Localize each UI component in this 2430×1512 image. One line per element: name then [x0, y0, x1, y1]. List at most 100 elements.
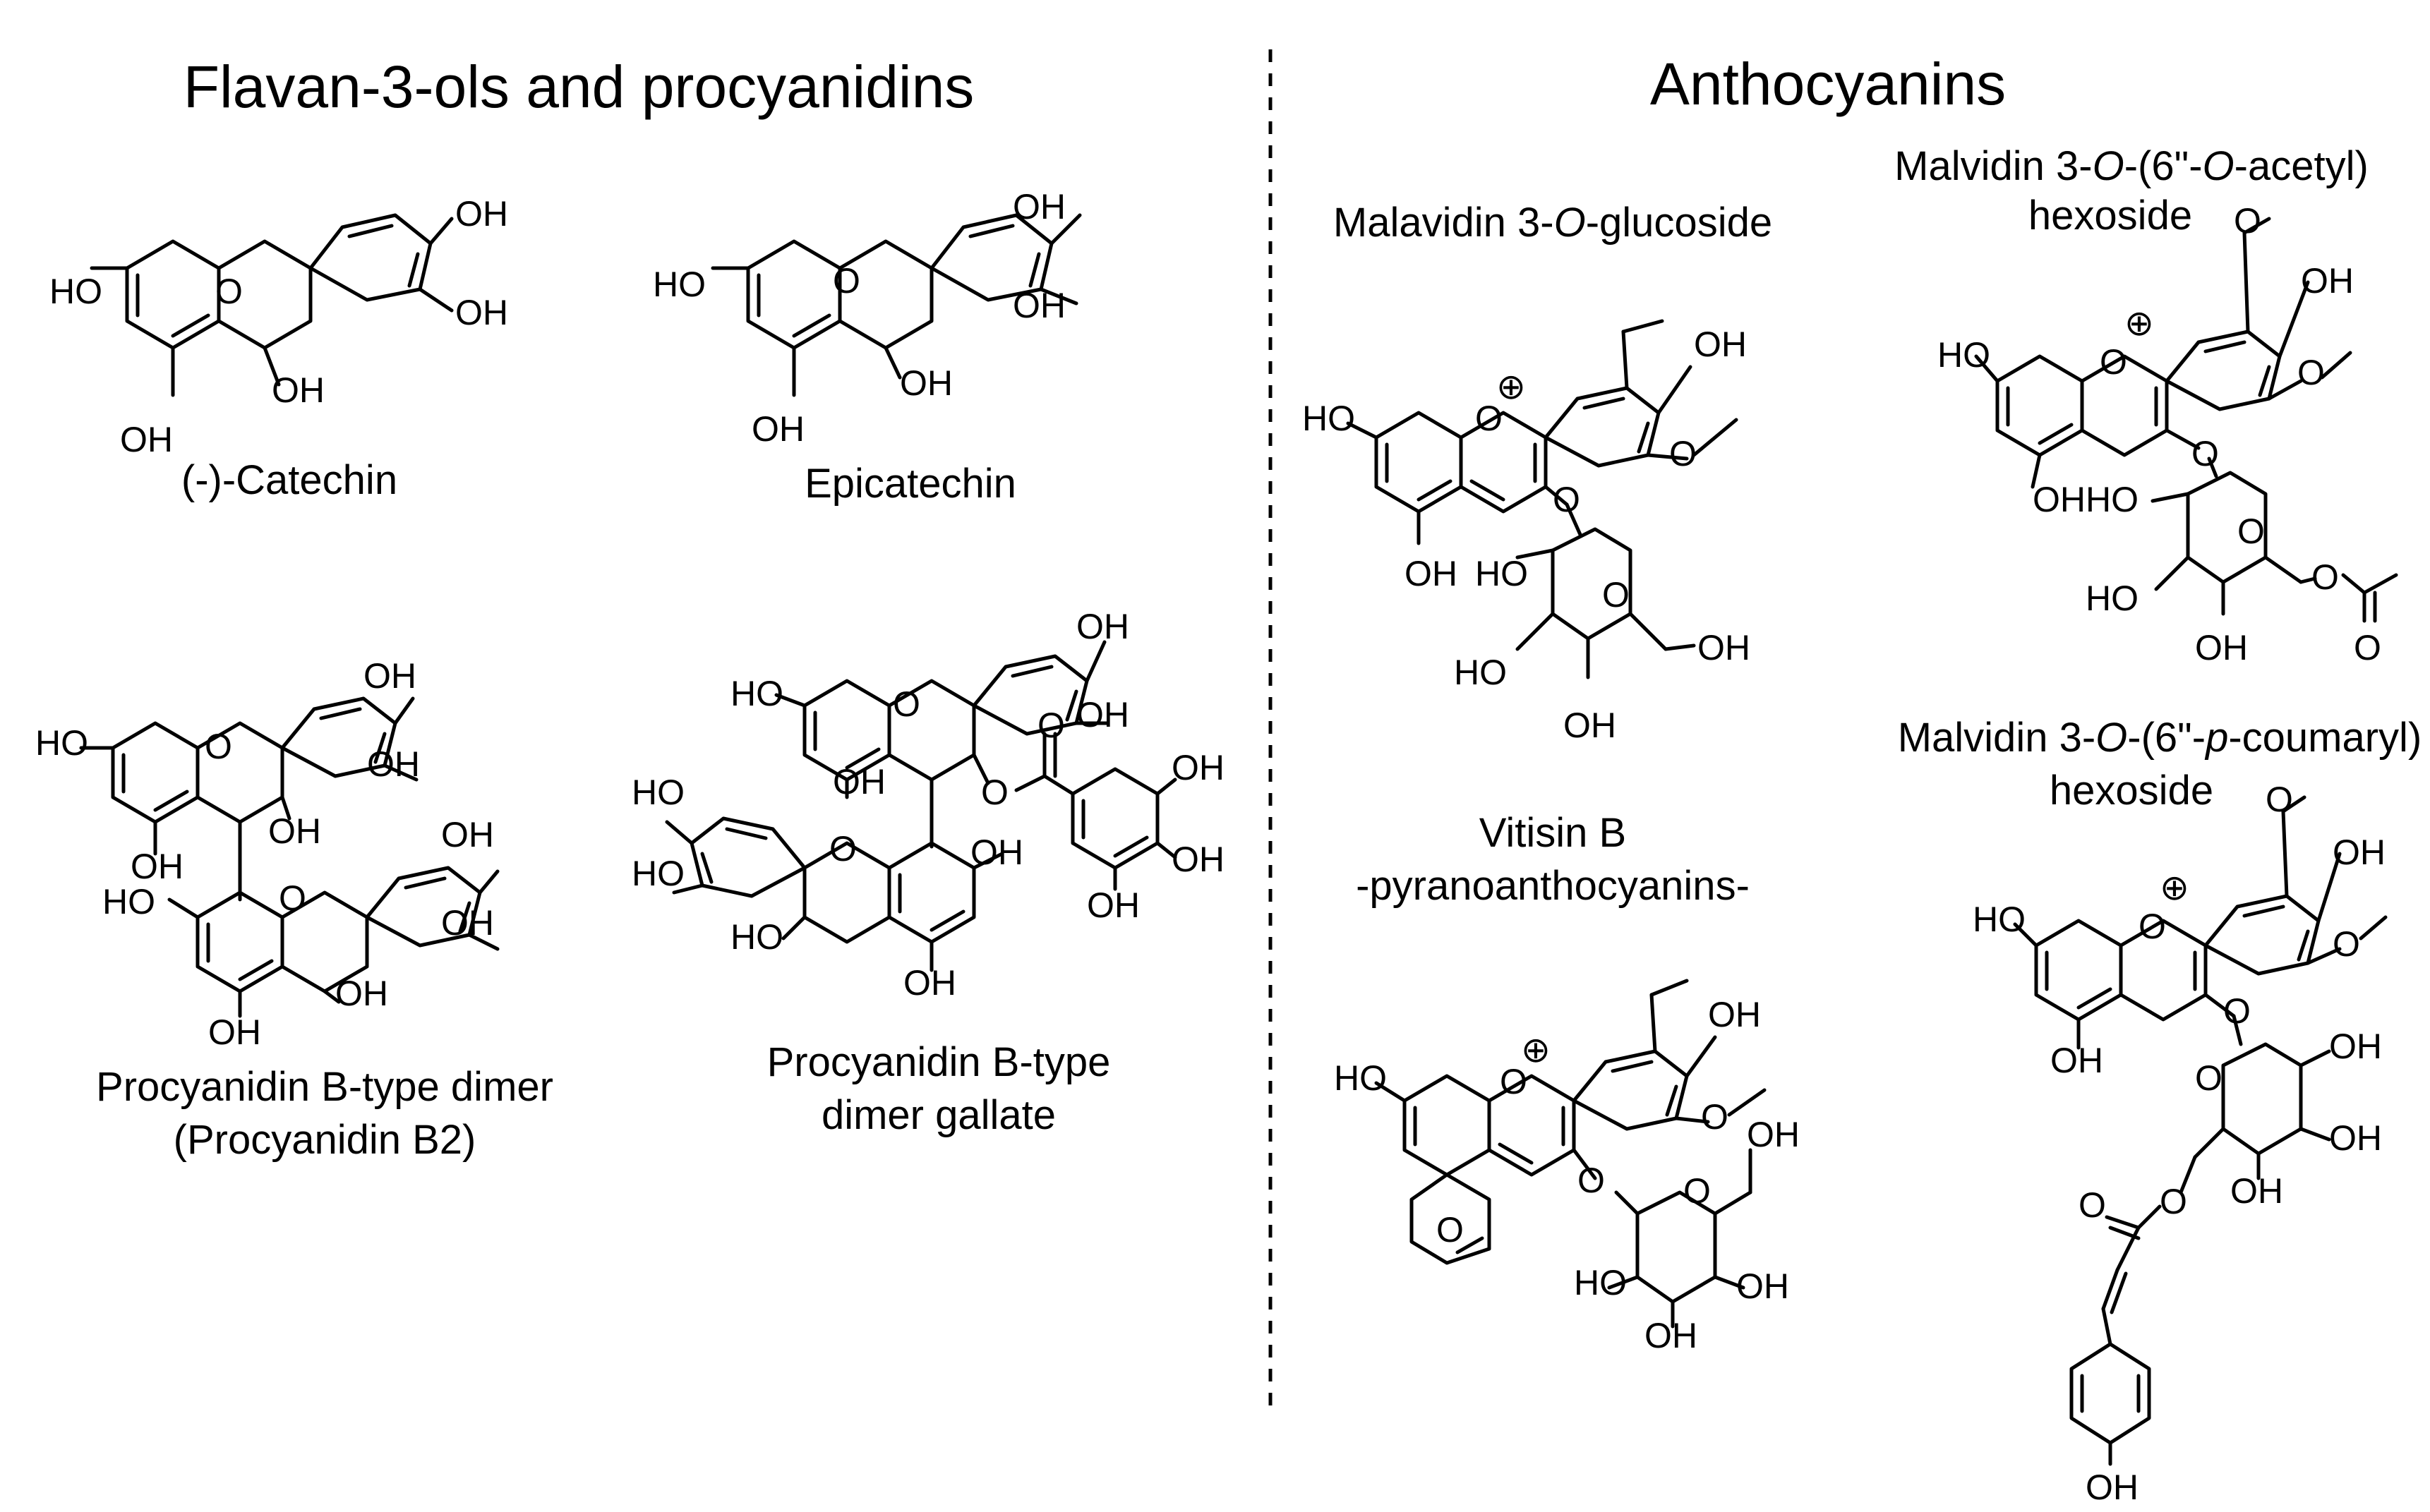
vitisin-oh-ch2-label: OH: [1747, 1115, 1800, 1154]
malvidin-acetyl-caption-line2: hexoside: [2028, 193, 2192, 238]
mcou-oh-sugar2-label: OH: [2329, 1118, 2382, 1158]
procyanidin-gallate-caption-line2: dimer gallate: [822, 1092, 1056, 1138]
vitisin-plus-label: ⊕: [1521, 1030, 1551, 1070]
vitisin-b-structure: [1374, 979, 1767, 1329]
macet-o-plus-label: O: [2100, 342, 2127, 382]
catechin-structure: [90, 213, 454, 397]
vitisin-b-caption-line1: Vitisin B: [1479, 810, 1626, 856]
vitisin-o-pyran-label: O: [1436, 1210, 1464, 1250]
gallate-oh-8-label: OH: [903, 963, 956, 1003]
gallate-oh-1-label: OH: [1076, 607, 1129, 646]
mglc-o-glyco-label: O: [1553, 480, 1580, 519]
mglc-ho-label: HO: [1302, 399, 1355, 438]
gallate-o-2-label: O: [829, 829, 857, 869]
mcou-plus-label: ⊕: [2160, 868, 2189, 907]
malvidin-coumaryl-caption-c: -(6"-: [2127, 715, 2206, 761]
mcou-oh-sugar3-label: OH: [2230, 1171, 2283, 1211]
mcou-oh-phenol-label: OH: [2086, 1468, 2139, 1507]
vitisin-o-glyco-label: O: [1577, 1161, 1605, 1200]
b2-oh-8-label: OH: [208, 1012, 261, 1052]
b2-oh-6-label: OH: [441, 903, 494, 943]
mcou-o-carbonyl-label: O: [2079, 1185, 2106, 1225]
gallate-ester-o-label: O: [981, 773, 1009, 812]
malvidin-glucoside-caption-prefix: Malavidin 3-: [1333, 200, 1554, 246]
procyanidin-b2-caption-line1: Procyanidin B-type dimer: [96, 1064, 553, 1110]
gallate-ho-2-label: HO: [632, 773, 685, 812]
mcou-o-ester-label: O: [2160, 1182, 2187, 1221]
gallate-o-1-label: O: [893, 684, 920, 724]
epicatechin-structure: [711, 213, 1082, 397]
malvidin-acetyl-caption-c: -(6"-: [2124, 143, 2203, 189]
mcou-oh-label: OH: [2333, 833, 2386, 872]
gallate-ho-4-label: HO: [730, 917, 783, 957]
catechin-oh-b1-label: OH: [455, 194, 508, 234]
epicatechin-ho-label: HO: [653, 265, 706, 304]
malvidin-acetyl-structure: [1974, 217, 2398, 623]
macet-o-methoxy2-label: O: [2297, 353, 2325, 392]
malvidin-glucoside-caption: Malavidin 3-O-glucoside: [1333, 200, 1772, 246]
b2-ho-1-label: HO: [35, 723, 88, 763]
macet-oh-label: OH: [2301, 261, 2354, 301]
malvidin-acetyl-caption-a: Malvidin 3-: [1894, 143, 2092, 189]
malvidin-coumaryl-caption-b: O: [2095, 715, 2127, 761]
malvidin-coumaryl-caption-d: p: [2204, 715, 2228, 761]
gallate-ho-3-label: HO: [632, 854, 685, 893]
malvidin-coumaryl-structure: [2013, 795, 2388, 1466]
macet-ho-sugar2-label: HO: [2086, 579, 2139, 618]
mglc-o-plus-label: O: [1475, 399, 1503, 438]
right-section-title: Anthocyanins: [1650, 51, 2006, 117]
catechin-o-label: O: [215, 272, 243, 311]
mcou-oh-a-label: OH: [2050, 1041, 2103, 1080]
malvidin-glucoside-caption-italic: O: [1554, 200, 1586, 246]
macet-oh-sugar-label: OH: [2195, 628, 2248, 667]
malvidin-coumaryl-caption-line2: hexoside: [2050, 768, 2213, 814]
mglc-oh-sugar-label: OH: [1563, 706, 1616, 745]
gallate-carbonyl-o-label: O: [1037, 706, 1065, 745]
malvidin-coumaryl-caption-a: Malvidin 3-: [1898, 715, 2095, 761]
malvidin-acetyl-caption-d: O: [2203, 143, 2234, 189]
b2-oh-5-label: OH: [441, 815, 494, 854]
epicatechin-caption: Epicatechin: [805, 461, 1016, 507]
vitisin-oh-label: OH: [1708, 995, 1761, 1034]
macet-plus-label: ⊕: [2124, 303, 2154, 343]
b2-o-1-label: O: [205, 727, 232, 766]
epicatechin-o-label: O: [833, 261, 860, 301]
b2-oh-7-label: OH: [335, 974, 388, 1013]
macet-o-methoxy1-label: O: [2234, 201, 2261, 241]
gallate-oh-2-label: OH: [1076, 695, 1129, 734]
macet-oh-a-label: OH: [2033, 480, 2086, 519]
mcou-o-glyco-label: O: [2223, 991, 2251, 1031]
catechin-caption: (-)-Catechin: [181, 457, 397, 503]
malvidin-coumaryl-caption-e: -coumaryl): [2228, 715, 2422, 761]
catechin-oh-b2-label: OH: [455, 293, 508, 332]
b2-o-2-label: O: [279, 878, 306, 918]
mglc-ho-sugar2-label: HO: [1454, 653, 1507, 692]
macet-o-ring-label: O: [2237, 512, 2265, 551]
vitisin-o-ring-label: O: [1683, 1171, 1711, 1211]
procyanidin-gallate-structure: [665, 640, 1177, 972]
macet-o-glyco-label: O: [2191, 434, 2219, 473]
mcou-o-ring-label: O: [2195, 1058, 2223, 1098]
mcou-o-methoxy2-label: O: [2333, 924, 2360, 964]
b2-oh-3-label: OH: [268, 811, 321, 851]
mglc-oh-ch2-label: OH: [1697, 628, 1750, 667]
catechin-b-ring: [308, 213, 433, 302]
b2-oh-2-label: OH: [367, 744, 420, 784]
malvidin-acetyl-caption-e: -acetyl): [2234, 143, 2369, 189]
mglc-o-ring-label: O: [1602, 575, 1630, 615]
gallate-ho-1-label: HO: [730, 674, 783, 713]
epicatechin-oh-a-label: OH: [752, 409, 805, 449]
vitisin-oh-sugar1-label: OH: [1736, 1266, 1789, 1306]
gallate-oh-6-label: OH: [833, 762, 886, 802]
procyanidin-gallate-caption-line1: Procyanidin B-type: [767, 1039, 1111, 1085]
vitisin-ho-sugar-label: HO: [1574, 1263, 1627, 1302]
catechin-a-ring: [125, 239, 221, 350]
b2-oh-1-label: OH: [363, 656, 416, 696]
epicatechin-oh-b2-label: OH: [1013, 286, 1066, 325]
macet-o-carbonyl-label: O: [2354, 628, 2381, 667]
epicatechin-oh-c-label: OH: [900, 363, 953, 403]
macet-ho-sugar-label: HO: [2086, 480, 2139, 519]
catechin-oh-c-label: OH: [272, 370, 325, 410]
catechin-oh-a-label: OH: [120, 420, 173, 459]
procyanidin-b2-caption-line2: (Procyanidin B2): [174, 1117, 476, 1163]
